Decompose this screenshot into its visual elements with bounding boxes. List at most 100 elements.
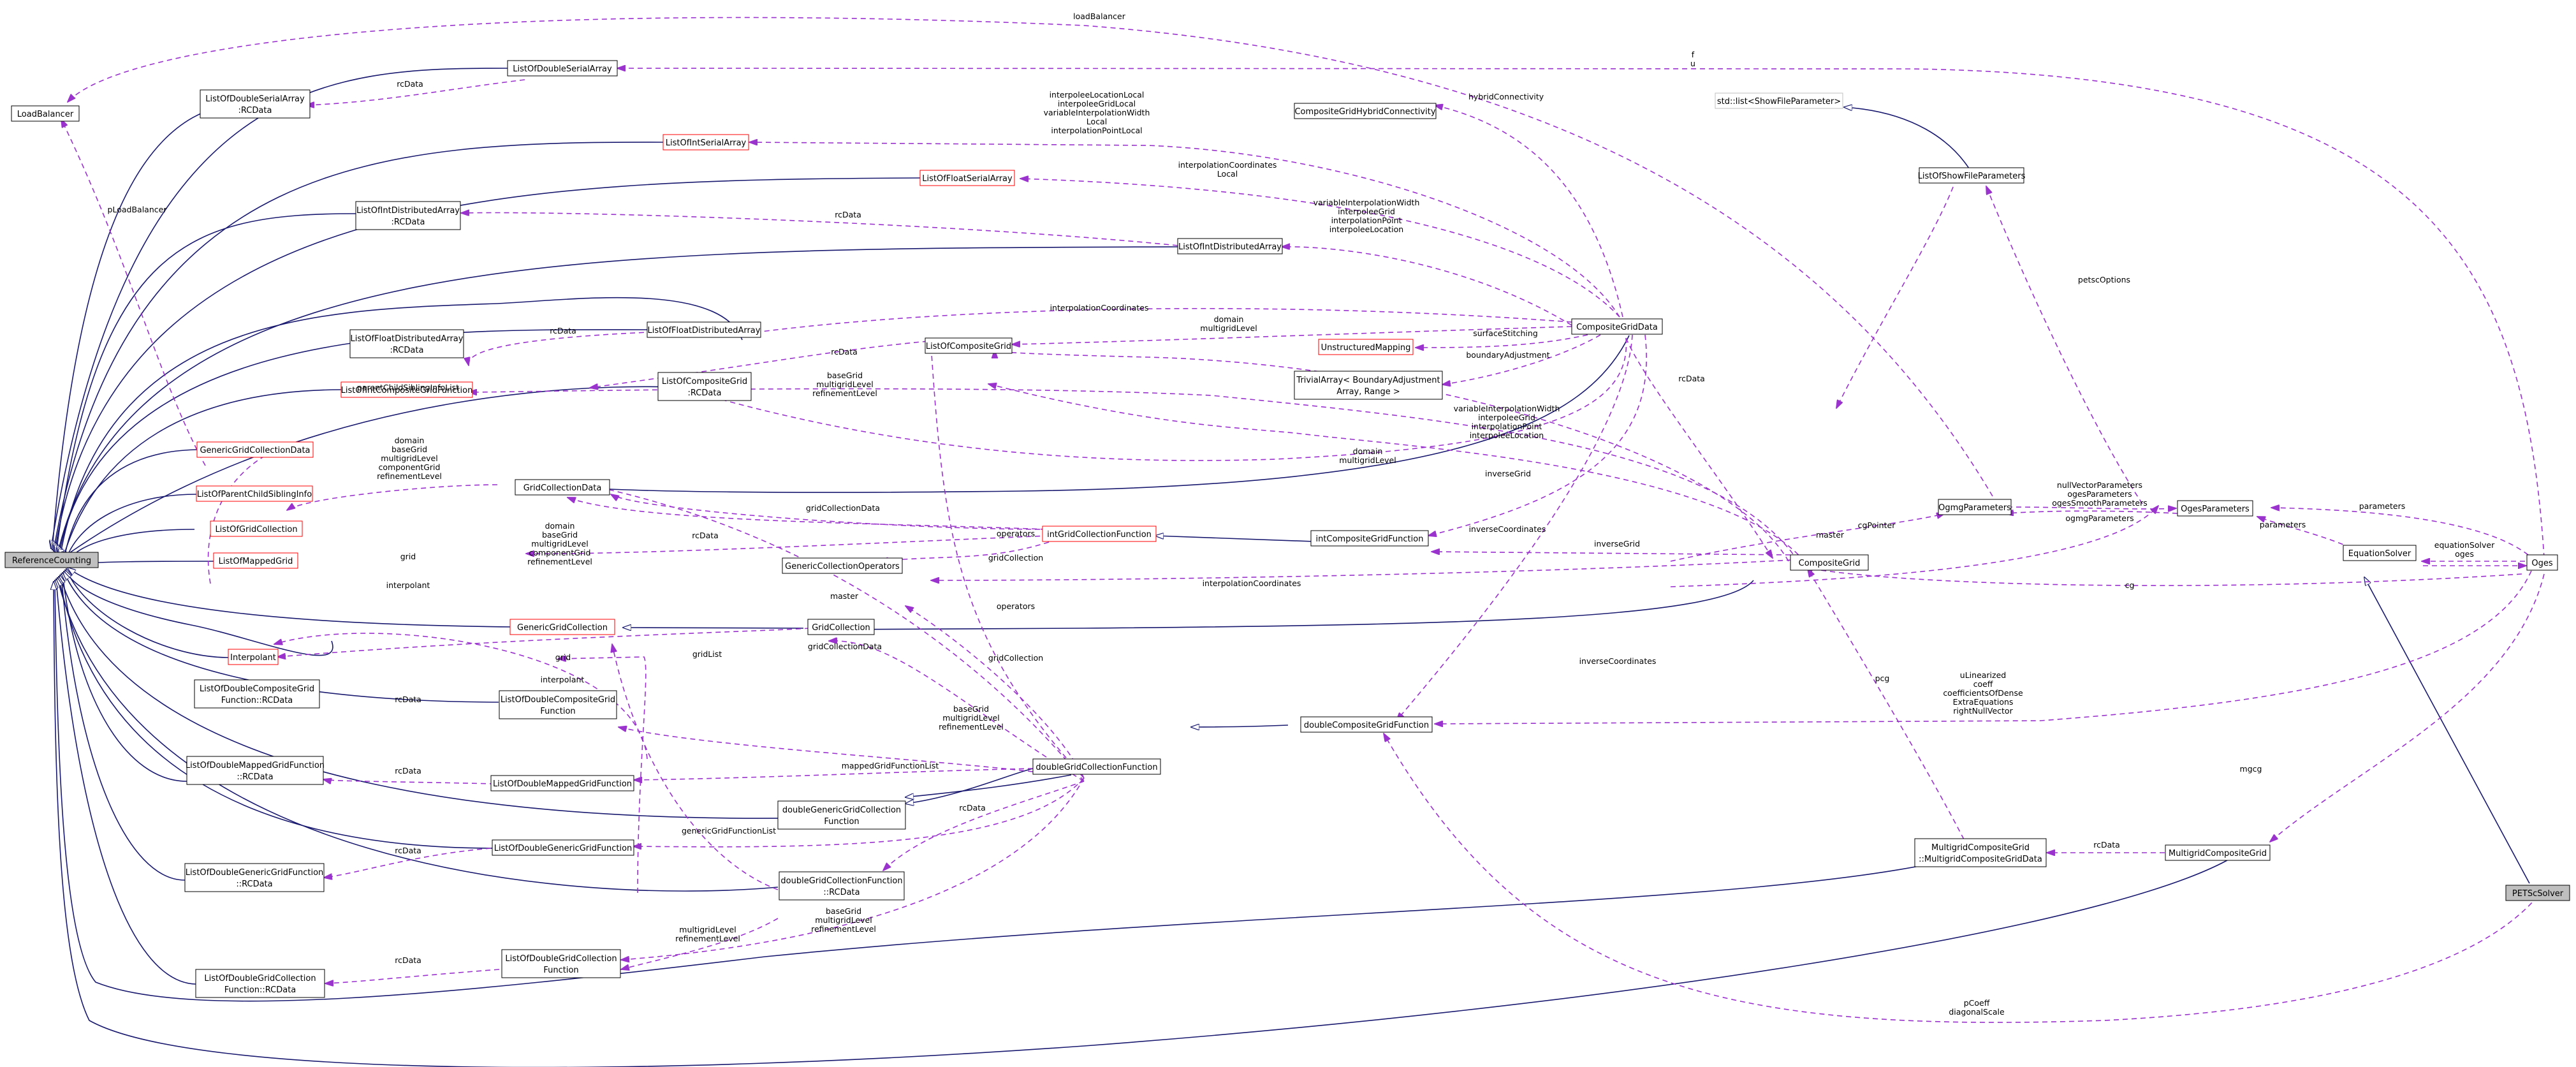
node-label-line1: ListOfCompositeGrid (662, 377, 747, 386)
usage-edge (611, 494, 1050, 530)
edge-label: interpolant (386, 580, 430, 590)
inheritance-edge (1155, 536, 1314, 542)
node-double-gcf[interactable]: doubleGridCollectionFunction (1032, 758, 1161, 775)
usage-edge (751, 307, 1572, 333)
node-list-double-ggcf-rc[interactable]: ListOfDoubleGenericGridFunction ::RCData (184, 863, 325, 892)
node-cg-hybrid[interactable]: CompositeGridHybridConnectivity (1294, 103, 1437, 119)
node-label: GridCollectionData (523, 483, 602, 493)
node-oges[interactable]: Oges (2526, 554, 2558, 571)
node-mg-cg[interactable]: MultigridCompositeGrid (2165, 844, 2271, 861)
node-label: intGridCollectionFunction (1047, 530, 1152, 540)
node-label-line2: ::RCData (236, 879, 272, 889)
edge-label: rcData (831, 347, 858, 357)
node-ogmg-params[interactable]: OgmgParameters (1938, 499, 2012, 515)
node-list-mapped-grid[interactable]: ListOfMappedGrid (213, 552, 298, 569)
edge-label: ogesParameters (2067, 489, 2132, 499)
node-load-balancer[interactable]: LoadBalancer (11, 105, 80, 122)
node-trivial-array[interactable]: TrivialArray< BoundaryAdjustment Array, … (1294, 371, 1443, 400)
node-label-line2: Function (540, 707, 575, 716)
edge-label: genericGridFunctionList (682, 826, 776, 835)
usage-edge (287, 484, 498, 510)
node-list-double-gcf[interactable]: ListOfDoubleGridCollection Function (501, 949, 621, 978)
node-int-gcf[interactable]: intGridCollectionFunction (1042, 526, 1157, 542)
node-label: OgesParameters (2181, 504, 2250, 514)
edge-label: mappedGridFunctionList (842, 761, 939, 770)
node-reference-counting[interactable]: ReferenceCounting (4, 552, 99, 568)
node-petsc-solver[interactable]: PETScSolver (2505, 885, 2570, 901)
edge-label: grid (400, 552, 416, 561)
node-interpolant[interactable]: Interpolant (228, 649, 279, 665)
node-list-show-file[interactable]: ListOfShowFileParameters (1918, 167, 2026, 184)
class-nodes: ReferenceCounting LoadBalancer ListOfDou… (4, 60, 2570, 998)
edge-label: baseGrid (827, 371, 863, 380)
node-int-cgf[interactable]: intCompositeGridFunction (1310, 530, 1429, 547)
node-list-grid-collection[interactable]: ListOfGridCollection (210, 520, 303, 537)
node-list-int-cgf[interactable]: ListOfIntCompositeGridFunction (340, 381, 473, 398)
node-list-double-gcf-rc[interactable]: ListOfDoubleGridCollection Function::RCD… (195, 969, 325, 998)
node-label-line2: :RCData (392, 217, 425, 227)
node-label-line1: MultigridCompositeGrid (1931, 843, 2030, 853)
inheritance-edge (55, 580, 1993, 1002)
node-list-double-cgf-rc[interactable]: ListOfDoubleCompositeGrid Function::RCDa… (194, 679, 320, 709)
inheritance-edges (51, 68, 2530, 1067)
node-composite-grid-data[interactable]: CompositeGridData (1571, 318, 1663, 335)
node-generic-collection-ops[interactable]: GenericCollectionOperators (782, 557, 903, 574)
edge-label: refinementLevel (377, 471, 442, 481)
node-unstructured-mapping[interactable]: UnstructuredMapping (1318, 339, 1414, 355)
node-list-double-cgf[interactable]: ListOfDoubleCompositeGrid Function (499, 690, 617, 719)
node-list-int-dist[interactable]: ListOfIntDistributedArray (1177, 238, 1283, 254)
node-list-double-serial-rc[interactable]: ListOfDoubleSerialArray :RCData (200, 89, 311, 119)
node-double-generic-gcf[interactable]: doubleGenericGridCollection Function (777, 800, 906, 830)
node-oges-params[interactable]: OgesParameters (2177, 500, 2253, 517)
node-list-double-serial[interactable]: ListOfDoubleSerialArray (507, 60, 618, 77)
node-label: std::list<ShowFileParameter> (1717, 97, 1841, 107)
usage-edge (1625, 337, 1773, 558)
usage-edge (324, 848, 492, 878)
node-list-float-dist-rc[interactable]: ListOfFloatDistributedArray :RCData (349, 329, 464, 358)
edge-label: uLinearized (1960, 670, 2006, 680)
node-label-line2: :RCData (390, 346, 424, 355)
node-list-double-mgf-rc[interactable]: ListOfDoubleMappedGridFunction ::RCData (186, 756, 325, 785)
node-grid-collection[interactable]: GridCollection (807, 619, 875, 635)
node-composite-grid[interactable]: CompositeGrid (1790, 554, 1869, 571)
usage-edge (469, 331, 662, 365)
node-grid-collection-data[interactable]: GridCollectionData (515, 479, 610, 496)
inheritance-edge (60, 297, 743, 557)
node-label-line1: ListOfDoubleGridCollection (505, 954, 617, 964)
node-label: Oges (2531, 559, 2552, 568)
node-list-parent-child[interactable]: ListOfParentChildSiblingInfo (196, 485, 313, 502)
node-mg-cg-data[interactable]: MultigridCompositeGrid ::MultigridCompos… (1914, 838, 2047, 867)
node-double-cgf[interactable]: doubleCompositeGridFunction (1300, 716, 1433, 733)
edge-label: componentGrid (379, 462, 441, 472)
edge-label: inverseCoordinates (1469, 524, 1546, 534)
usage-edge (61, 119, 206, 466)
node-list-composite-grid-rc[interactable]: ListOfCompositeGrid :RCData (657, 372, 752, 401)
node-list-double-ggf[interactable]: ListOfDoubleGenericGridFunction (492, 839, 634, 856)
node-std-list[interactable]: std::list<ShowFileParameter> (1715, 92, 1843, 109)
inheritance-edge (59, 329, 648, 556)
edge-label: boundaryAdjustment (1466, 350, 1549, 360)
node-equation-solver[interactable]: EquationSolver (2343, 545, 2417, 561)
node-list-composite-grid[interactable]: ListOfCompositeGrid (925, 337, 1013, 354)
node-generic-grid-collection[interactable]: GenericGridCollection (509, 619, 615, 635)
edge-label: multigridLevel (679, 925, 736, 934)
node-list-float-dist[interactable]: ListOfFloatDistributedArray (647, 321, 761, 338)
node-label-line2: Array, Range > (1336, 387, 1400, 397)
node-list-int-dist-rc[interactable]: ListOfIntDistributedArray :RCData (355, 201, 461, 230)
edge-label: baseGrid (392, 445, 427, 454)
node-double-gcf-rc[interactable]: doubleGridCollectionFunction ::RCData (779, 871, 905, 901)
usage-edge (883, 781, 1085, 871)
node-list-int-serial[interactable]: ListOfIntSerialArray (662, 134, 749, 151)
usage-edge (905, 606, 1085, 779)
inheritance-edge (1844, 107, 1971, 171)
node-label: ListOfIntDistributedArray (1178, 242, 1282, 252)
edge-label: interpoleeGridLocal (1058, 99, 1136, 108)
node-list-float-serial[interactable]: ListOfFloatSerialArray (919, 170, 1015, 186)
usage-edge (1986, 186, 2143, 504)
inheritance-edge (68, 568, 516, 628)
node-generic-gc-data[interactable]: GenericGridCollectionData (196, 441, 314, 458)
usage-edge (2270, 573, 2545, 842)
edge-label: rcData (395, 846, 421, 855)
edge-label: refinementLevel (811, 924, 876, 934)
node-list-double-mgf[interactable]: ListOfDoubleMappedGridFunction (490, 775, 634, 791)
